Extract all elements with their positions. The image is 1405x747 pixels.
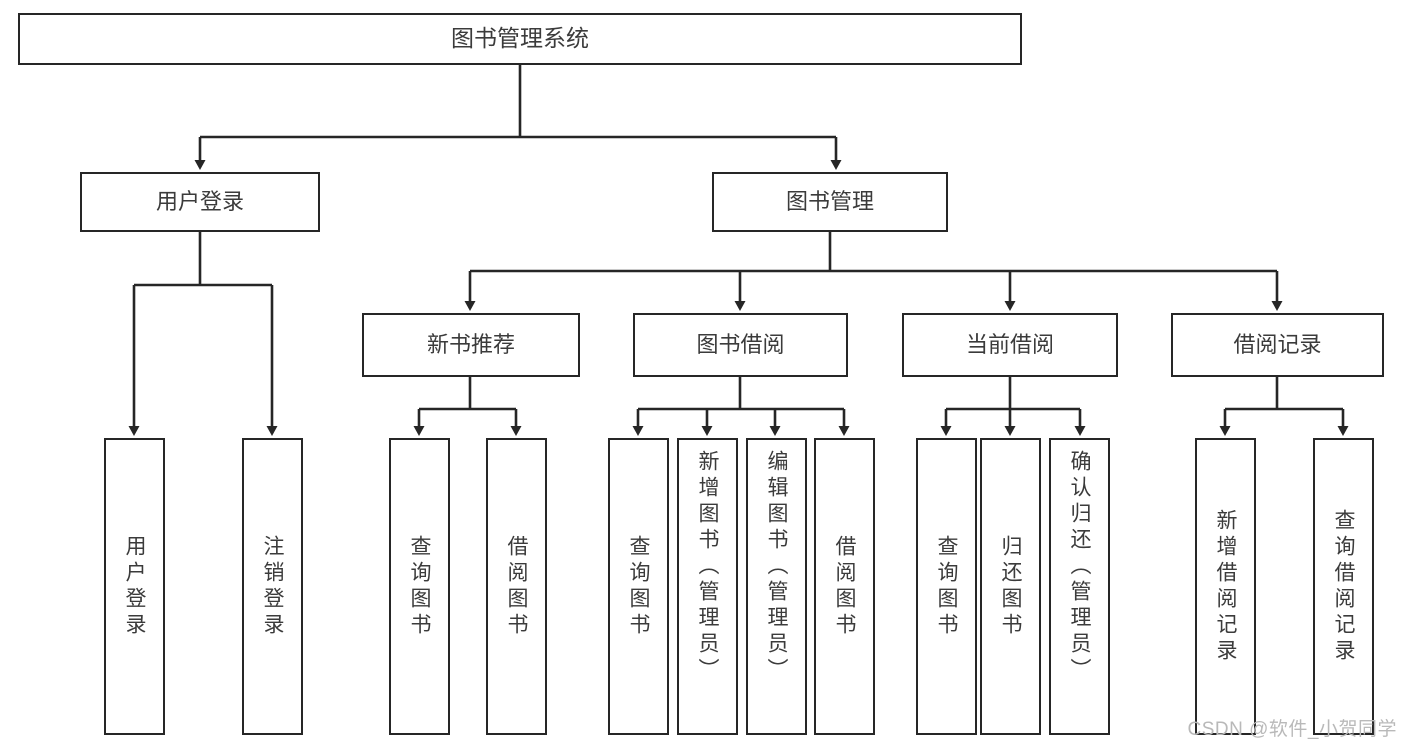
node-leaf-query-book-3[interactable]: 查询图书	[916, 438, 977, 735]
node-user-login-label: 用户登录	[155, 189, 244, 215]
node-leaf-borrow-book-2-label: 借阅图书	[833, 534, 856, 639]
node-new-book-rec-label: 新书推荐	[426, 332, 515, 358]
node-leaf-query-record-label: 查询借阅记录	[1332, 508, 1355, 665]
node-leaf-user-login[interactable]: 用户登录	[104, 438, 165, 735]
node-leaf-borrow-book-1-label: 借阅图书	[505, 534, 528, 639]
node-leaf-query-book-1-label: 查询图书	[408, 534, 431, 639]
node-leaf-return-book[interactable]: 归还图书	[980, 438, 1041, 735]
node-leaf-confirm-return[interactable]: 确认归还（管理员）	[1049, 438, 1110, 735]
node-leaf-confirm-return-label: 确认归还（管理员）	[1068, 450, 1091, 684]
node-leaf-query-book-1[interactable]: 查询图书	[389, 438, 450, 735]
node-user-login[interactable]: 用户登录	[80, 172, 320, 232]
node-leaf-query-book-3-label: 查询图书	[935, 534, 958, 639]
node-leaf-user-logout-label: 注销登录	[261, 534, 284, 639]
node-leaf-query-book-2[interactable]: 查询图书	[608, 438, 669, 735]
node-leaf-borrow-book-1[interactable]: 借阅图书	[486, 438, 547, 735]
node-root[interactable]: 图书管理系统	[18, 13, 1022, 65]
node-borrow-record[interactable]: 借阅记录	[1171, 313, 1384, 377]
node-leaf-add-book-label: 新增图书（管理员）	[696, 450, 719, 684]
node-book-borrow[interactable]: 图书借阅	[633, 313, 848, 377]
node-leaf-query-record[interactable]: 查询借阅记录	[1313, 438, 1374, 735]
node-leaf-add-record-label: 新增借阅记录	[1214, 508, 1237, 665]
node-leaf-borrow-book-2[interactable]: 借阅图书	[814, 438, 875, 735]
node-book-borrow-label: 图书借阅	[696, 332, 785, 358]
watermark: CSDN @软件_小贺同学	[1187, 719, 1397, 740]
node-leaf-user-logout[interactable]: 注销登录	[242, 438, 303, 735]
node-book-manage[interactable]: 图书管理	[712, 172, 948, 232]
node-leaf-add-record[interactable]: 新增借阅记录	[1195, 438, 1256, 735]
node-root-label: 图书管理系统	[451, 25, 589, 52]
node-current-borrow-label: 当前借阅	[965, 332, 1054, 358]
node-leaf-query-book-2-label: 查询图书	[627, 534, 650, 639]
node-leaf-add-book[interactable]: 新增图书（管理员）	[677, 438, 738, 735]
node-current-borrow[interactable]: 当前借阅	[902, 313, 1118, 377]
node-new-book-rec[interactable]: 新书推荐	[362, 313, 580, 377]
node-leaf-return-book-label: 归还图书	[999, 534, 1022, 639]
node-leaf-edit-book-label: 编辑图书（管理员）	[765, 450, 788, 684]
node-leaf-edit-book[interactable]: 编辑图书（管理员）	[746, 438, 807, 735]
node-book-manage-label: 图书管理	[785, 189, 874, 215]
node-leaf-user-login-label: 用户登录	[123, 534, 146, 639]
node-borrow-record-label: 借阅记录	[1233, 332, 1322, 358]
